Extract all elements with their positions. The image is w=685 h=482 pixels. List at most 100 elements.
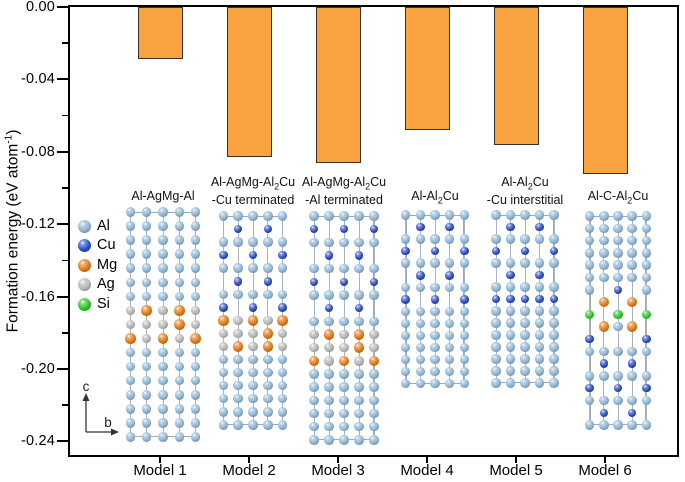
atom-al — [430, 378, 440, 389]
atom-al — [174, 432, 185, 442]
atom-al — [141, 249, 152, 259]
atom-cu — [430, 295, 440, 304]
atom-al — [141, 277, 152, 288]
atom-ag — [277, 341, 288, 352]
atom-al — [459, 354, 470, 365]
atom-al — [584, 395, 595, 406]
atom-cu — [369, 277, 379, 287]
atom-al — [641, 272, 652, 283]
atom-al — [190, 221, 201, 231]
x-tick — [515, 456, 517, 463]
atom-al — [218, 380, 229, 391]
atom-al — [641, 223, 652, 234]
atom-al — [339, 395, 349, 406]
atom-al — [369, 421, 379, 432]
atom-al — [430, 318, 440, 329]
atom-cu — [627, 359, 637, 368]
atom-ag — [233, 315, 243, 326]
atom-al — [549, 282, 559, 292]
atom-cu — [599, 408, 609, 418]
atom-al — [324, 382, 334, 392]
atom-al — [190, 375, 201, 386]
atom-al — [444, 354, 455, 365]
atom-al — [141, 263, 152, 273]
column-bond-line — [419, 215, 421, 384]
atom-al — [584, 272, 595, 283]
atom-cu — [642, 334, 651, 344]
x-tick-label: Model 5 — [489, 462, 543, 479]
atom-al — [599, 211, 609, 221]
atom-al — [233, 367, 243, 378]
atom-al — [190, 361, 201, 372]
atom-al — [125, 263, 136, 273]
atom-al — [339, 408, 349, 419]
atom-cu — [430, 246, 440, 256]
atom-al — [430, 330, 440, 341]
atom-al — [248, 380, 258, 391]
atom-al — [174, 263, 185, 273]
atom-cu — [599, 359, 609, 368]
atom-al — [141, 291, 152, 302]
column-bond-line — [343, 216, 345, 440]
atom-al — [505, 330, 516, 340]
atom-al — [534, 282, 545, 292]
atom-al — [599, 235, 609, 246]
atom-al — [584, 260, 595, 270]
atom-al — [125, 432, 136, 442]
atom-al — [459, 318, 470, 329]
atom-al — [141, 432, 152, 442]
atom-al — [324, 316, 334, 327]
atom-al — [158, 291, 168, 302]
atom-cu — [613, 285, 623, 295]
atom-al — [599, 272, 609, 283]
atom-cu — [491, 246, 501, 256]
atom-al — [174, 249, 185, 259]
atom-cu — [585, 334, 594, 344]
atom-al — [415, 282, 426, 293]
atom-al — [324, 395, 334, 406]
atom-si — [613, 309, 623, 320]
atom-al — [400, 234, 411, 244]
atom-mg — [368, 355, 380, 367]
atom-al — [444, 366, 455, 377]
atom-ag — [369, 329, 379, 340]
y-major-tick — [57, 440, 68, 443]
atom-mg — [353, 342, 365, 353]
atom-al — [339, 316, 349, 327]
atom-al — [459, 210, 470, 220]
atom-al — [354, 435, 364, 445]
atom-al — [459, 306, 470, 317]
atom-al — [190, 404, 201, 414]
b-axis-label: b — [104, 415, 112, 430]
atom-al — [505, 318, 516, 328]
atom-al — [324, 290, 334, 300]
atom-al — [174, 347, 185, 358]
atom-al — [549, 378, 559, 388]
atom-al — [459, 234, 470, 244]
atom-mg — [262, 328, 274, 339]
atom-al — [263, 237, 273, 247]
atom-al — [190, 347, 201, 358]
atom-al — [190, 390, 201, 400]
atom-al — [158, 277, 168, 288]
atom-cu — [445, 222, 454, 232]
legend-label-cu: Cu — [97, 237, 116, 254]
atom-al — [190, 249, 201, 259]
atom-cu — [642, 383, 651, 393]
atom-cu — [613, 383, 623, 393]
atom-cu — [354, 303, 364, 313]
atom-al — [158, 221, 168, 231]
atom-cu — [233, 277, 243, 286]
atom-al — [141, 390, 152, 400]
atom-cu — [506, 294, 515, 304]
column-bond-line — [589, 216, 591, 426]
atom-al — [324, 211, 334, 221]
x-tick — [337, 456, 339, 463]
atom-al — [141, 207, 152, 217]
atom-al — [444, 306, 455, 317]
atom-al — [459, 282, 470, 293]
atom-al — [415, 306, 426, 317]
atom-cu — [491, 294, 501, 304]
y-tick-label: -0.16 — [20, 288, 55, 305]
atom-mg — [174, 319, 185, 330]
